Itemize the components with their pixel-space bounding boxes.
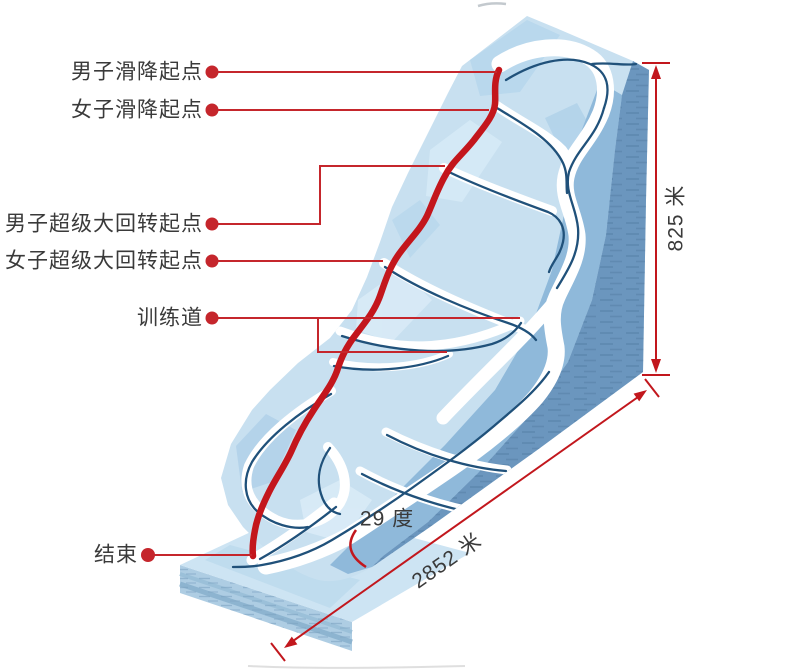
cliff-face — [372, 61, 649, 567]
main-course-line — [249, 66, 503, 560]
mountain — [221, 16, 649, 582]
dimension-text-slope-angle: 29 度 — [359, 507, 415, 531]
dimension-vertical-drop — [642, 62, 670, 376]
dimension-slope-length — [270, 378, 660, 662]
label-men-superg-start: 男子超级大回转起点 — [5, 212, 203, 236]
dimension-text-vertical-drop: 825 米 — [664, 184, 688, 252]
callout-dots — [141, 65, 219, 562]
slope-angle-arc — [349, 529, 367, 569]
bottom-crop-artifact — [247, 665, 466, 669]
label-women-superg-start: 女子超级大回转起点 — [5, 249, 203, 273]
label-finish: 结束 — [94, 543, 138, 567]
callout-lines — [148, 71, 520, 556]
summit-fragment — [477, 2, 507, 8]
label-training-course: 训练道 — [137, 306, 203, 330]
label-men-downhill-start: 男子滑降起点 — [71, 60, 203, 84]
label-women-downhill-start: 女子滑降起点 — [71, 98, 203, 122]
trail-network — [241, 39, 614, 575]
